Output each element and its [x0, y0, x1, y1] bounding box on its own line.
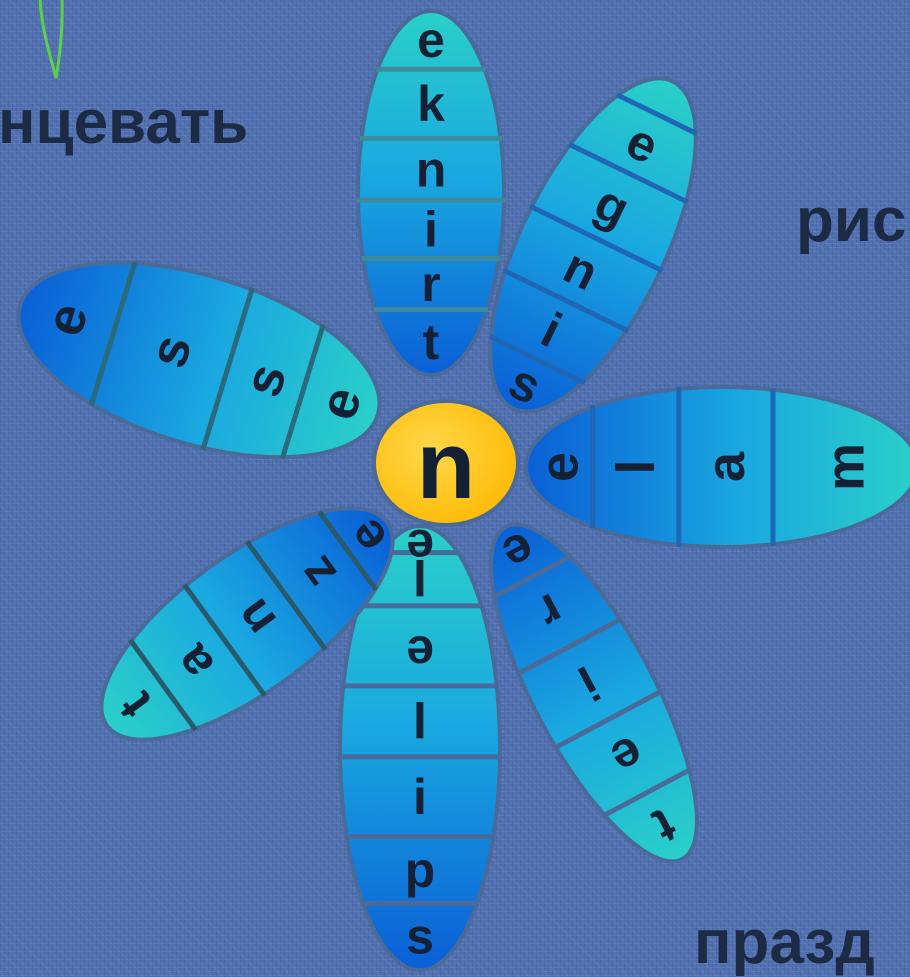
- petal-letter: n: [416, 141, 447, 197]
- partial-word-top-left: нцевать: [0, 92, 248, 154]
- partial-word-right: рис: [796, 190, 906, 252]
- petal-letter: t: [423, 314, 440, 370]
- partial-word-bottom-right: празд: [694, 912, 875, 974]
- petal-letter: i: [424, 201, 438, 257]
- petal-letter: e: [417, 12, 445, 68]
- petal-letter: r: [421, 256, 440, 312]
- petal-letter: e: [529, 452, 589, 482]
- petal-letter: m: [815, 443, 875, 491]
- petal-letter: p: [405, 842, 436, 898]
- petal-letter: l: [413, 551, 427, 607]
- petal-shape: [0, 225, 402, 495]
- petal-letter: k: [417, 76, 445, 132]
- petal-letter: l: [413, 693, 427, 749]
- petal-letter: a: [696, 451, 756, 482]
- center-letter: n: [417, 412, 476, 519]
- petal-letter: l: [606, 459, 666, 474]
- petal-letter: i: [413, 769, 427, 825]
- green-stem-line: [40, 0, 62, 78]
- petal-letter: ə: [406, 618, 434, 674]
- petal-letter: s: [406, 909, 434, 965]
